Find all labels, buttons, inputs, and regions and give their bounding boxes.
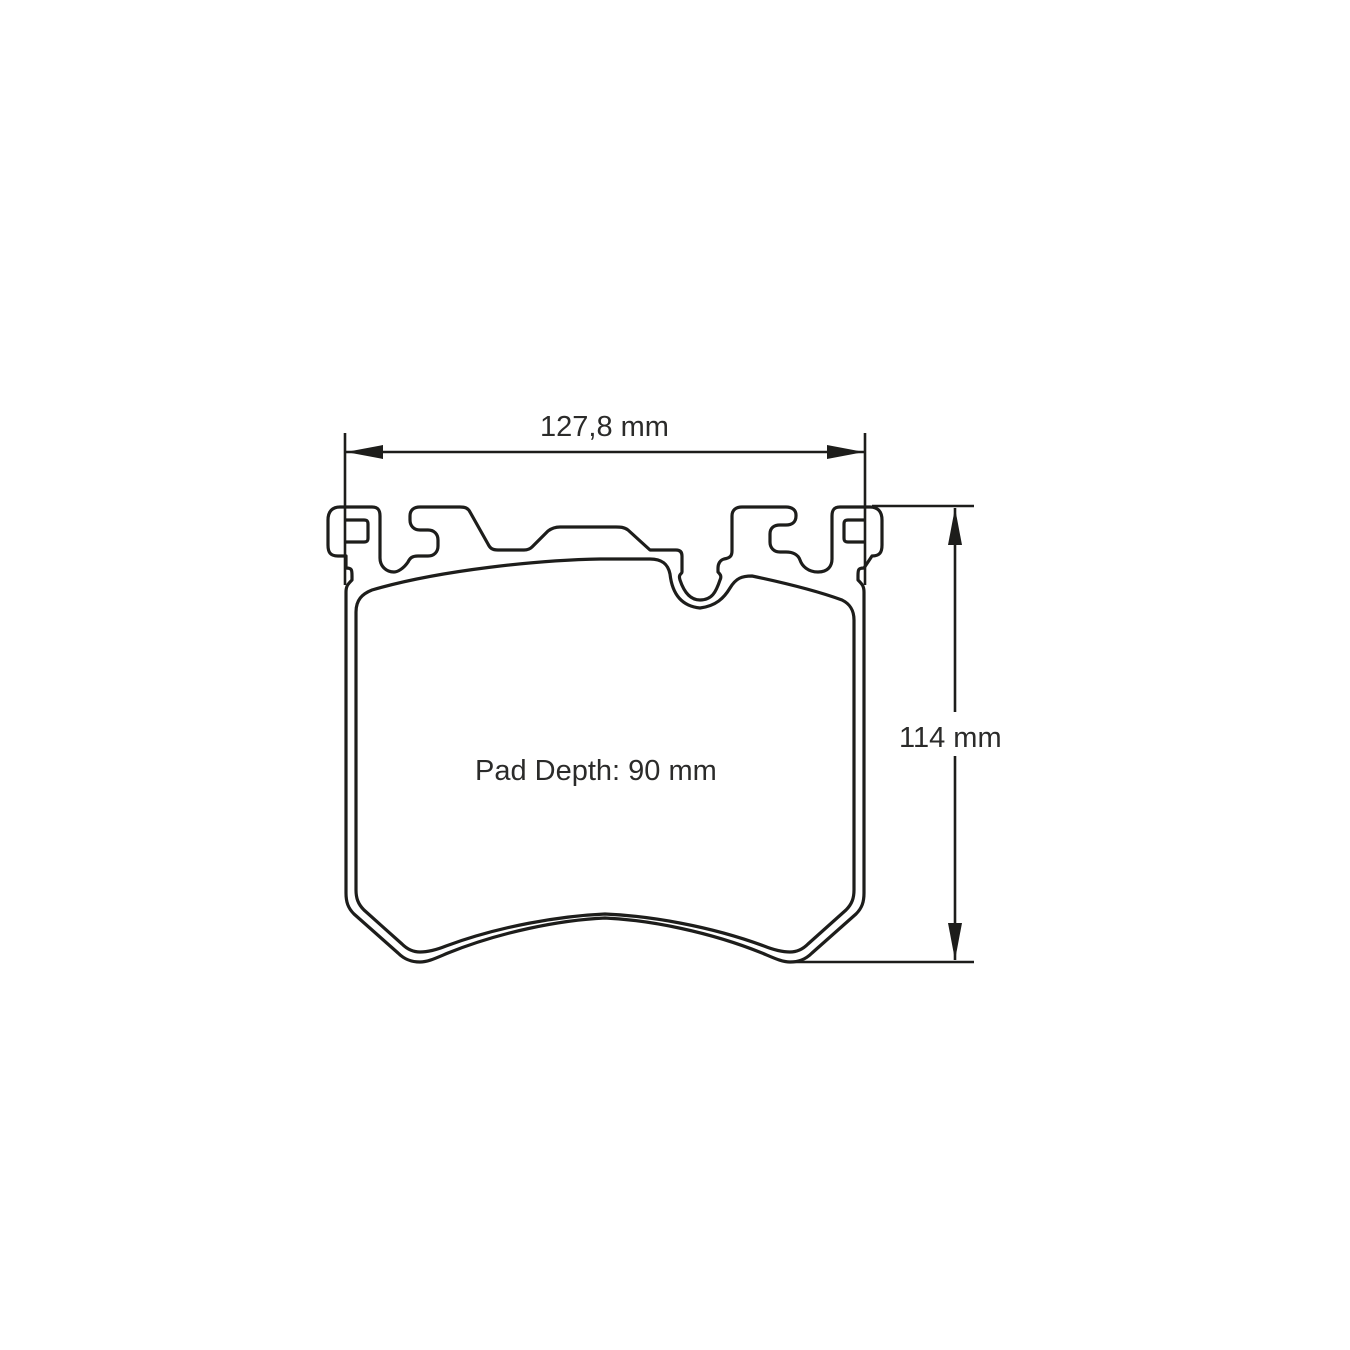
height-arrow-top	[948, 508, 962, 545]
width-arrow-left	[346, 445, 383, 459]
height-dimension-label: 114 mm	[897, 722, 1004, 754]
right-ear-slot	[842, 518, 866, 544]
height-arrow-bottom	[948, 923, 962, 960]
pad-depth-label: Pad Depth: 90 mm	[475, 755, 717, 787]
left-ear-slot	[344, 518, 370, 544]
width-arrow-right	[827, 445, 864, 459]
friction-material-outline	[354, 557, 856, 954]
width-dimension-label: 127,8 mm	[540, 411, 669, 443]
backing-plate-outline	[326, 505, 884, 964]
